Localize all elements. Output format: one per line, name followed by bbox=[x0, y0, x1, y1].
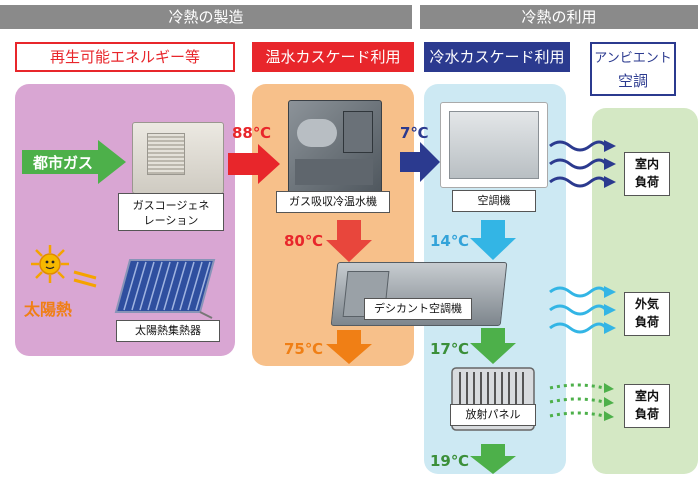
indoor-load-1-wave-arrows bbox=[549, 140, 616, 188]
city-gas-arrow bbox=[22, 140, 126, 184]
production-banner: 冷熱の製造 bbox=[0, 5, 412, 29]
cogeneration-label: ガスコージェネ レーション bbox=[118, 193, 224, 231]
chiller-base bbox=[295, 159, 373, 185]
indoor-load-1-box: 室内 負荷 bbox=[624, 152, 670, 196]
ambient-header-line2: 空調 bbox=[617, 72, 648, 90]
outdoor-load-wave-arrows bbox=[549, 286, 616, 334]
indoor-load-2-box: 室内 負荷 bbox=[624, 384, 670, 428]
temp-19: 19℃ bbox=[430, 452, 470, 470]
desiccant-label: デシカント空調機 bbox=[364, 298, 472, 320]
ac-cabinet bbox=[449, 111, 539, 179]
cold-water-14-arrow bbox=[470, 220, 516, 260]
cold-water-19-arrow bbox=[470, 444, 516, 474]
temp-17: 17℃ bbox=[430, 340, 470, 358]
cogeneration-unit-image bbox=[132, 122, 224, 194]
cogeneration-vent bbox=[147, 133, 185, 175]
cold-water-7-arrow bbox=[400, 142, 440, 182]
cogeneration-label-line2: レーション bbox=[143, 214, 199, 227]
outdoor-load-box: 外気 負荷 bbox=[624, 292, 670, 336]
outdoor-load-line1: 外気 bbox=[634, 297, 659, 311]
absorption-chiller-label: ガス吸収冷温水機 bbox=[276, 191, 390, 213]
indoor-load-2-line1: 室内 bbox=[634, 389, 659, 403]
absorption-chiller-image bbox=[288, 100, 382, 194]
outdoor-load-line2: 負荷 bbox=[634, 315, 659, 329]
ambient-header-line1: アンビエント bbox=[594, 51, 672, 66]
solar-rays-icon bbox=[73, 270, 97, 288]
temp-88: 88℃ bbox=[232, 124, 272, 142]
hot-water-88-arrow bbox=[228, 144, 280, 184]
utilization-banner: 冷熱の利用 bbox=[420, 5, 698, 29]
renewable-header: 再生可能エネルギー等 bbox=[15, 42, 235, 72]
temp-7: 7℃ bbox=[400, 124, 429, 142]
indoor-load-1-line2: 負荷 bbox=[634, 175, 659, 189]
indoor-load-2-dotted-arrows bbox=[549, 383, 614, 421]
temp-80: 80℃ bbox=[284, 232, 324, 250]
solar-collector-label: 太陽熱集熱器 bbox=[116, 320, 220, 342]
hot-water-80-arrow bbox=[326, 220, 372, 262]
hot-water-75-arrow bbox=[326, 330, 372, 364]
temp-14: 14℃ bbox=[430, 232, 470, 250]
chiller-drum bbox=[297, 119, 337, 147]
solar-collector-image bbox=[114, 259, 216, 319]
hot-cascade-header: 温水カスケード利用 bbox=[252, 42, 414, 72]
chiller-panel bbox=[343, 111, 373, 153]
air-conditioner-image bbox=[440, 102, 548, 188]
ambient-header: アンビエント 空調 bbox=[590, 42, 676, 96]
indoor-load-2-line2: 負荷 bbox=[634, 407, 659, 421]
temp-75: 75℃ bbox=[284, 340, 324, 358]
air-conditioner-label: 空調機 bbox=[452, 190, 536, 212]
cold-cascade-header: 冷水カスケード利用 bbox=[424, 42, 570, 72]
city-gas-label: 都市ガス bbox=[32, 154, 93, 172]
indoor-load-1-line1: 室内 bbox=[634, 157, 659, 171]
cogeneration-label-line1: ガスコージェネ bbox=[132, 199, 210, 212]
sun-icon bbox=[31, 245, 69, 283]
radiant-panel-label: 放射パネル bbox=[450, 404, 536, 426]
solar-heat-label: 太陽熱 bbox=[24, 300, 73, 319]
cold-water-17-arrow bbox=[470, 328, 516, 364]
